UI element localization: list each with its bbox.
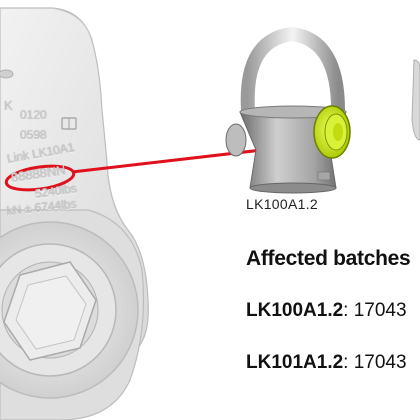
batch-line: LK101A1.2: 17043: [246, 352, 407, 374]
pin-head: [225, 123, 247, 157]
device-top-mark: [0, 69, 14, 79]
product-photo: [225, 26, 351, 194]
engraving-code-0598: 0598: [20, 128, 47, 142]
device-top-edge: [51, 7, 93, 43]
batch-separator: :: [343, 300, 354, 321]
batch-value: 17043: [353, 300, 407, 321]
second-product-edge: [411, 59, 420, 141]
product-caption: LK100A1.2: [246, 196, 318, 212]
batch-separator: :: [343, 352, 354, 373]
engraving-code-0120: 0120: [20, 108, 47, 122]
batch-product-code: LK101A1.2: [246, 352, 344, 373]
batch-product-code: LK100A1.2: [246, 300, 344, 321]
batch-value: 17043: [353, 352, 407, 373]
engraving-letter-k: K: [4, 98, 13, 113]
shackle: [240, 26, 345, 117]
product-tag: [317, 171, 331, 181]
batch-line: LK100A1.2: 17043: [246, 300, 407, 322]
hex-inner: [15, 275, 87, 350]
affected-batches-heading: Affected batches: [246, 247, 411, 270]
